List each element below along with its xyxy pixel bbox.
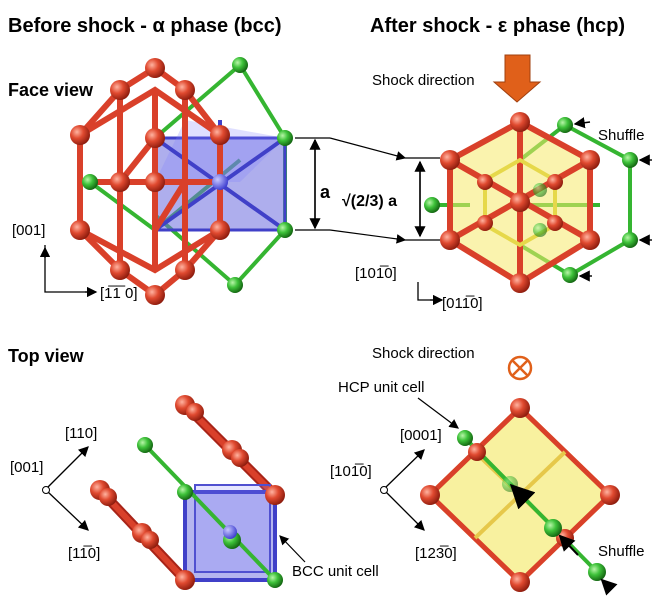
hcp-spacing: √(2/3) a [342,157,440,241]
hcp-unit-cell-label: HCP unit cell [338,379,424,396]
shock-direction-arrow [492,54,542,103]
bcc-face-view-lattice [70,57,293,305]
bcc-axis-001-top: [001] [10,459,43,476]
bcc-top-view-lattice [90,395,285,590]
bcc-unit-cell-callout: BCC unit cell [279,535,379,580]
shock-direction-face: Shock direction [372,54,542,103]
hcp-face-axes: [101̅0] [011̅0] [355,265,483,312]
top-view-label: Top view [8,346,85,366]
hcp-axis-01-10: [011̅0] [442,295,483,312]
hcp-face-view-lattice: Shuffle [424,112,652,293]
shock-into-page-icon [507,355,533,381]
bcc-top-axes: [001] [110] [11̅0] [10,425,100,562]
hcp-spacing-label: √(2/3) a [342,193,397,210]
hcp-unit-cell-callout: HCP unit cell [338,379,459,429]
title-before-shock: Before shock - α phase (bcc) [8,15,281,37]
hcp-axis-10-10: [101̅0] [355,265,397,282]
shock-direction-label-face: Shock direction [372,72,475,89]
shock-direction-label-top: Shock direction [372,345,475,362]
title-after-shock: After shock - ε phase (hcp) [370,15,625,37]
shuffle-label-top: Shuffle [598,543,644,560]
hcp-top-axes: [101̅0] [0001] [123̅0] [330,427,457,562]
face-view-label: Face view [8,80,94,100]
hcp-top-view-lattice: Shuffle [420,398,644,596]
hcp-axis-10-10-top: [101̅0] [330,463,372,480]
hcp-axis-12-30: [123̅0] [415,545,457,562]
lattice-a-label: a [320,182,331,202]
bcc-unit-cell-label: BCC unit cell [292,563,379,580]
bcc-axis-1-10-top: [11̅0] [68,545,100,562]
shock-direction-top: Shock direction [372,345,533,381]
hcp-axis-0001: [0001] [400,427,442,444]
lattice-parameter-a: a [295,137,407,244]
shuffle-label-face: Shuffle [598,127,644,144]
bcc-axis-110: [110] [65,425,97,442]
bcc-axis-1-10: [1̅1̅ 0] [100,285,138,302]
bcc-face-axes: [001] [1̅1̅ 0] [12,222,138,302]
bcc-axis-001: [001] [12,222,45,239]
